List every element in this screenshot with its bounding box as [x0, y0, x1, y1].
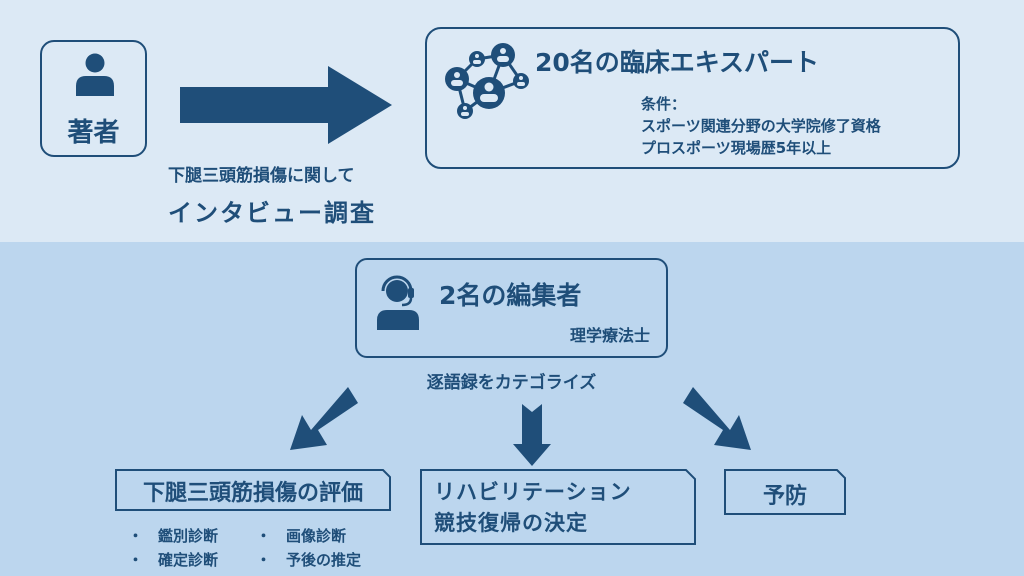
person-icon — [76, 53, 114, 96]
bullet-item: ・鑑別診断 — [128, 524, 256, 548]
arrow-down-right-icon — [683, 387, 751, 450]
arrow-down-left-icon — [290, 387, 358, 450]
author-label: 著者 — [67, 118, 120, 148]
bottom-section — [0, 242, 1024, 576]
bullet-symbol: ・ — [128, 527, 144, 545]
bullet-item: ・画像診断 — [256, 524, 384, 548]
bullet-text: 画像診断 — [286, 527, 347, 545]
category-line: 競技復帰の決定 — [434, 511, 588, 535]
editors-box: 2名の編集者 理学療法士 — [355, 258, 668, 358]
experts-title: 20名の臨床エキスパート — [535, 48, 820, 77]
category-frame — [724, 469, 846, 515]
category-title: リハビリテーション 競技復帰の決定 — [434, 477, 632, 539]
bullet-item: ・予後の推定 — [256, 548, 384, 572]
category-title: 下腿三頭筋損傷の評価 — [142, 481, 363, 506]
bullet-symbol: ・ — [256, 527, 272, 545]
network-people-icon — [445, 43, 529, 119]
conditions-label: 条件： — [641, 95, 687, 113]
bullet-item: ・確定診断 — [128, 548, 256, 572]
bullet-text: 確定診断 — [158, 551, 219, 569]
category-rehabilitation: リハビリテーション 競技復帰の決定 — [420, 469, 696, 545]
condition-item: スポーツ関連分野の大学院修了資格 — [641, 117, 881, 135]
category-frame — [420, 469, 696, 545]
editors-title: 2名の編集者 — [439, 281, 582, 310]
condition-item: プロスポーツ現場歴5年以上 — [641, 139, 832, 157]
experts-box: 20名の臨床エキスパート 条件： スポーツ関連分野の大学院修了資格 プロスポーツ… — [425, 27, 960, 169]
editors-role: 理学療法士 — [569, 326, 650, 345]
interview-subtitle: 下腿三頭筋損傷に関して — [168, 166, 355, 186]
bullet-text: 予後の推定 — [286, 551, 362, 569]
bullet-symbol: ・ — [256, 551, 272, 569]
headset-person-icon — [377, 275, 419, 330]
bullet-text: 鑑別診断 — [158, 527, 219, 545]
arrow-down-icon — [513, 404, 551, 466]
category-frame — [115, 469, 391, 511]
category-line: リハビリテーション — [434, 480, 632, 504]
category-title: 予防 — [762, 484, 807, 509]
author-box: 著者 — [40, 40, 147, 157]
assessment-bullets: ・鑑別診断 ・画像診断 ・確定診断 ・予後の推定 — [128, 524, 384, 572]
right-arrow-icon — [180, 66, 392, 144]
categorize-label: 逐語録をカテゴライズ — [426, 373, 597, 393]
category-prevention: 予防 — [724, 469, 846, 515]
top-section — [0, 0, 1024, 242]
bullet-symbol: ・ — [128, 551, 144, 569]
interview-title: インタビュー調査 — [168, 199, 376, 227]
arrow-down-left-icon — [290, 387, 358, 450]
conditions-block: 条件： スポーツ関連分野の大学院修了資格 プロスポーツ現場歴5年以上 — [641, 93, 881, 159]
category-assessment: 下腿三頭筋損傷の評価 — [115, 469, 391, 511]
